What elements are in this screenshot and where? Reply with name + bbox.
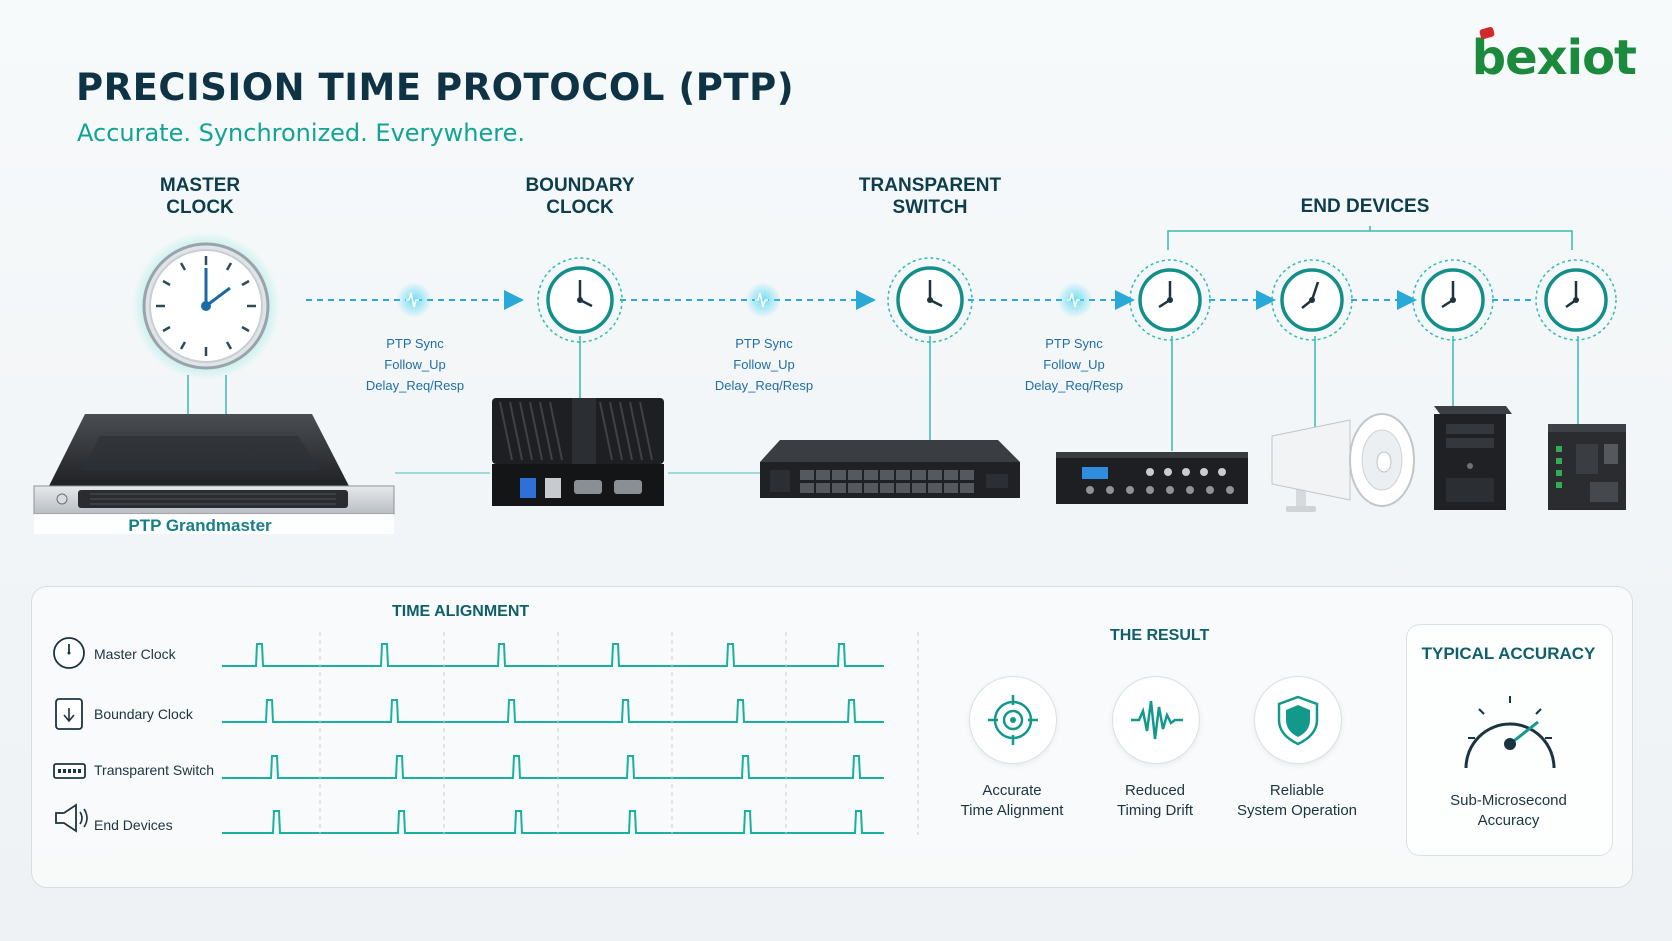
pulse-trace-2 [222, 699, 884, 723]
alignment-gridlines [319, 632, 919, 835]
ptp-messages-3: PTP Sync Follow_Up Delay_Req/Resp [1014, 333, 1134, 396]
result-accurate-circle [969, 676, 1057, 764]
pulse-trace-3 [222, 755, 884, 779]
target-icon [988, 695, 1038, 745]
industrial-mini-pc-image [492, 398, 664, 506]
pulse-trace-4 [222, 810, 884, 834]
row-label-boundary-clock: Boundary Clock [94, 706, 193, 722]
stage-label-end-devices: END DEVICES [1300, 196, 1430, 217]
accuracy-line1: Sub-Microsecond [1450, 792, 1567, 809]
accuracy-line2: Accuracy [1477, 812, 1540, 829]
row-label-end-devices: End Devices [94, 817, 173, 833]
sync-pulse-2 [745, 282, 781, 318]
pulse-trace-1 [222, 643, 884, 667]
end-device-clock-icon-1 [1129, 259, 1211, 341]
stage-label-boundary-clock: BOUNDARY CLOCK [525, 175, 635, 218]
msg-sync: PTP Sync [1045, 336, 1103, 351]
stage-label-master-clock: MASTER CLOCK [159, 175, 241, 218]
pulse-traces [222, 643, 884, 834]
result-title: THE RESULT [1110, 627, 1210, 644]
page-subtitle: Accurate. Synchronized. Everywhere. [77, 119, 525, 147]
ptp-messages-2: PTP Sync Follow_Up Delay_Req/Resp [704, 333, 824, 396]
msg-delay-req-resp: Delay_Req/Resp [1024, 378, 1124, 393]
end-device-clock-icon-3 [1412, 259, 1494, 341]
brand-logo: bexiot [1471, 26, 1637, 86]
time-alignment-title: TIME ALIGNMENT [392, 603, 530, 620]
clock-icon [53, 637, 85, 669]
grandmaster-label: PTP Grandmaster [128, 516, 272, 535]
result-reduced-label: Reduced Timing Drift [1075, 781, 1235, 821]
page-title: PRECISION TIME PROTOCOL (PTP) [76, 66, 795, 109]
msg-sync: PTP Sync [735, 336, 793, 351]
msg-sync: PTP Sync [386, 336, 444, 351]
boundary-clock-icon [55, 698, 83, 730]
megaphone-icon [55, 803, 88, 833]
device-connectors [187, 336, 1579, 474]
gauge-icon [1464, 696, 1556, 769]
result-reduced-circle [1112, 676, 1200, 764]
end-device-clock-icon-4 [1535, 259, 1617, 341]
msg-delay-req-resp: Delay_Req/Resp [714, 378, 814, 393]
network-switch-image [760, 440, 1020, 498]
boundary-clock-icon [537, 257, 623, 343]
row-label-transparent-switch: Transparent Switch [94, 762, 215, 778]
result-accurate-label: Accurate Time Alignment [932, 781, 1092, 821]
ptp-flow-diagram [33, 226, 1626, 534]
ptp-messages-1: PTP Sync Follow_Up Delay_Req/Resp [355, 333, 475, 396]
transparent-switch-clock-icon [887, 257, 973, 343]
result-reliable-line1: Reliable [1269, 782, 1325, 799]
msg-follow-up: Follow_Up [384, 357, 446, 372]
din-rail-controller-image [1548, 424, 1626, 510]
tower-pc-image [1434, 406, 1512, 510]
stage-label-transparent-switch: TRANSPARENT SWITCH [858, 175, 1002, 218]
result-reduced-line1: Reduced [1124, 782, 1186, 799]
summary-panel [31, 586, 1633, 888]
waveform-icon [1131, 700, 1183, 740]
switch-icon [53, 763, 86, 779]
sync-pulse-3 [1057, 282, 1093, 318]
result-accurate-line2: Time Alignment [960, 802, 1064, 819]
end-device-clock-icon-2 [1271, 259, 1353, 341]
horn-speaker-image [1271, 413, 1415, 512]
accuracy-title: TYPICAL ACCURACY [1421, 644, 1596, 663]
row-label-master-clock: Master Clock [94, 646, 176, 662]
logo-text: bexiot [1471, 30, 1637, 86]
msg-delay-req-resp: Delay_Req/Resp [365, 378, 465, 393]
result-reduced-line2: Timing Drift [1116, 802, 1194, 819]
time-alignment-chart [53, 632, 919, 835]
accuracy-label: Sub-Microsecond Accuracy [1406, 791, 1611, 831]
master-clock-icon [132, 232, 280, 380]
audio-amplifier-image [1056, 452, 1248, 504]
result-reliable-label: Reliable System Operation [1217, 781, 1377, 821]
result-accurate-line1: Accurate [982, 782, 1042, 799]
grandmaster-server-image [33, 414, 395, 534]
result-reliable-circle [1254, 676, 1342, 764]
sync-pulse-1 [396, 282, 432, 318]
msg-follow-up: Follow_Up [1043, 357, 1105, 372]
result-reliable-line2: System Operation [1236, 802, 1358, 819]
msg-follow-up: Follow_Up [733, 357, 795, 372]
sync-pulses [396, 282, 1093, 318]
shield-icon [1277, 695, 1319, 746]
end-devices-bracket [1167, 226, 1573, 250]
